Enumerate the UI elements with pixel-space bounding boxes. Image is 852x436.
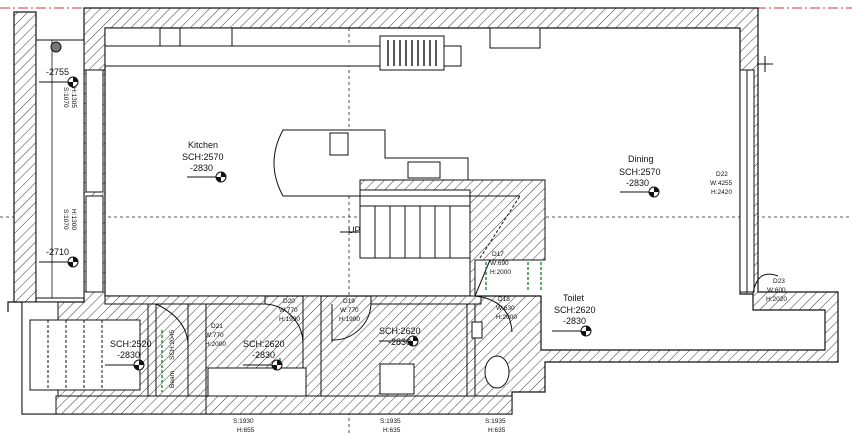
toilet-sch: SCH:2620 (554, 305, 596, 315)
cabinet-bottom (207, 367, 307, 397)
partition-wall (104, 295, 266, 305)
room-bath-sch: SCH:2620 (379, 326, 421, 336)
window-left-2-h: H:1300 (70, 209, 77, 230)
door-d21-swing (155, 303, 189, 351)
dining-sch: SCH:2570 (619, 167, 661, 177)
window-bottom-2-s: S:1935 (380, 418, 401, 425)
window-left-1-h: H:1305 (70, 87, 77, 108)
level-target-icon (243, 359, 283, 371)
level-target-icon (39, 256, 79, 268)
d19-h: H:1990 (339, 316, 360, 323)
stairs-up-label: UP (348, 225, 361, 235)
lower-stair (29, 319, 141, 391)
door-d20-swing (264, 303, 304, 345)
level-target-icon (552, 325, 592, 337)
window-bottom-3-s: S:1935 (485, 418, 506, 425)
window-bottom-1-h: H:655 (237, 427, 255, 434)
d18-h: H:2000 (496, 314, 517, 321)
washbasin-icon (379, 363, 415, 395)
d22-h: H:2420 (711, 189, 732, 196)
kitchen-sch: SCH:2570 (182, 152, 224, 162)
level-target-icon (39, 76, 79, 88)
window-left-2 (85, 195, 104, 293)
partition-wall (466, 295, 476, 397)
level-markers (39, 76, 660, 371)
window-bottom-2-h: H:635 (383, 427, 401, 434)
wall-left-outer (13, 11, 37, 303)
pipe-icon (50, 41, 62, 53)
dining-name: Dining (628, 154, 654, 164)
island-sink-icon (329, 132, 349, 156)
window-bottom-1-s: S:1930 (233, 418, 254, 425)
kitchen-level: -2830 (190, 163, 213, 173)
partition-wall (370, 295, 482, 305)
d21-w: W:770 (205, 332, 224, 339)
d20-id: D20 (283, 298, 295, 305)
level-target-icon (187, 171, 227, 183)
d20-h: H:1990 (279, 316, 300, 323)
sink-icon (407, 161, 441, 179)
d20-w: W:770 (279, 307, 298, 314)
d23-id: D23 (773, 278, 785, 285)
d23-w: W:600 (767, 287, 786, 294)
d17-h: H:2000 (490, 269, 511, 276)
window-left-2-s: S:1070 (62, 209, 69, 230)
wall-bottom (204, 395, 513, 415)
partition-wall (187, 299, 207, 401)
level-target-icon (620, 186, 660, 198)
d21-h: H:2000 (205, 341, 226, 348)
d22-w: W:4255 (710, 180, 733, 187)
hob-grill (387, 40, 437, 66)
wall-bottom (55, 395, 207, 415)
toilet-level: -2830 (563, 316, 586, 326)
beam-label: Beam (169, 371, 176, 388)
level-top-left: -2755 (46, 67, 69, 77)
d17-w: W:690 (490, 260, 509, 267)
window-bottom-3-h: H:635 (488, 427, 506, 434)
toilet-icon (484, 355, 510, 389)
d18-w: W:630 (496, 305, 515, 312)
level-mid-left: -2710 (46, 247, 69, 257)
room-sw-level: -2830 (117, 350, 140, 360)
room-sw2-sch: SCH:2620 (243, 339, 285, 349)
d18-id: D18 (498, 296, 510, 303)
window-left-1-s: S:1070 (62, 87, 69, 108)
kitchen-island (273, 129, 469, 197)
d22-id: D22 (716, 171, 728, 178)
kitchen-name: Kitchen (188, 140, 218, 150)
window-left-1 (85, 69, 104, 193)
level-target-icon (105, 359, 145, 371)
beam-sch: SCH:2045 (169, 330, 176, 360)
door-d19-swing (331, 303, 372, 341)
room-sw-sch: SCH:2520 (110, 339, 152, 349)
room-bath-level: -2830 (388, 337, 411, 347)
d19-w: W:770 (340, 307, 359, 314)
dining-level: -2830 (626, 178, 649, 188)
room-sw2-level: -2830 (252, 350, 275, 360)
toilet-name: Toilet (563, 293, 585, 303)
d23-h: H:2020 (766, 296, 787, 303)
level-target-icon (379, 335, 419, 347)
d19-id: D19 (343, 298, 355, 305)
d21-id: D21 (211, 323, 223, 330)
door-d18-swing (474, 295, 513, 333)
door-d23-swing (752, 273, 779, 295)
staircase (359, 195, 521, 259)
d17-id: D17 (492, 251, 504, 258)
counter-top (104, 45, 462, 67)
towel-rail-icon (471, 321, 483, 339)
cabinet-top (489, 27, 541, 49)
